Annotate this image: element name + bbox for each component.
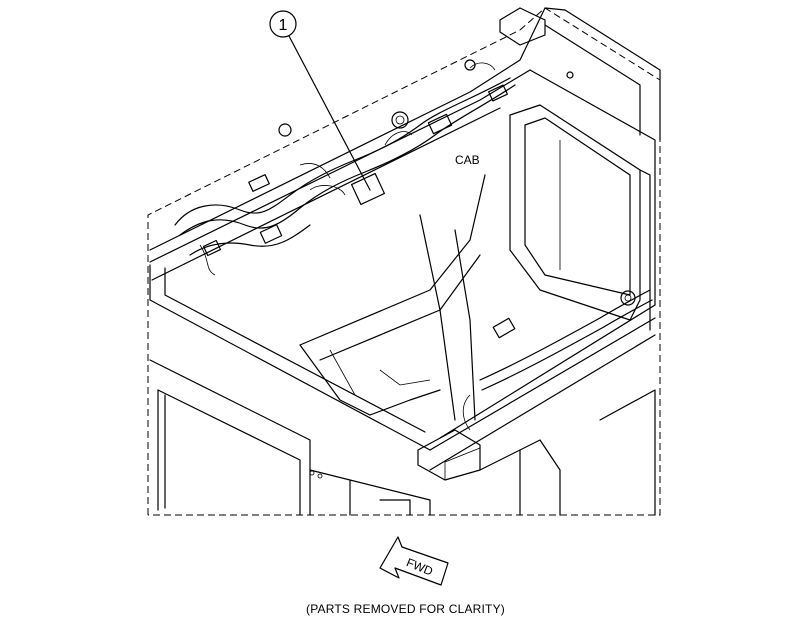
cab-interior-structure [299, 104, 651, 421]
fwd-label: FWD [404, 555, 435, 578]
cab-roof-frame [149, 7, 661, 481]
diagram-caption: (PARTS REMOVED FOR CLARITY) [306, 602, 505, 616]
fwd-arrow-icon: FWD [379, 536, 449, 586]
cutaway-boundary [147, 7, 661, 516]
callout-1: 1 [269, 10, 371, 191]
cab-side-panel [149, 359, 656, 516]
wiring-harness [174, 59, 653, 431]
callout-1-number: 1 [279, 17, 288, 34]
cab-label: CAB [455, 153, 480, 167]
